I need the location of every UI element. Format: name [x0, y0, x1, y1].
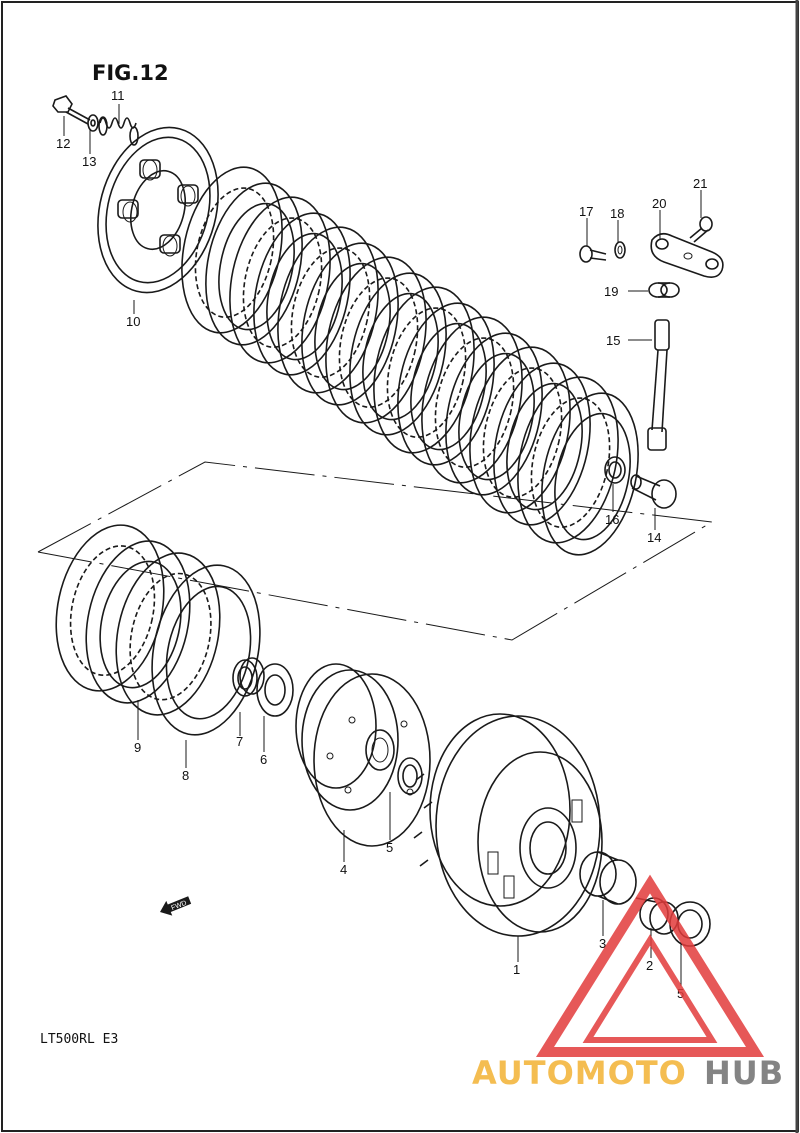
drive-plate: [541, 392, 639, 556]
callout-12: 12: [56, 136, 70, 151]
driven-plate: [517, 376, 619, 544]
watermark-text-2: HUB: [704, 1054, 784, 1092]
callout-17: 17: [579, 204, 593, 219]
callout-16: 16: [605, 512, 619, 527]
callout-1: 1: [513, 962, 520, 977]
sleeve-hub-4-drawing: [295, 663, 431, 847]
watermark-text-1: AUTOMOTO: [472, 1054, 687, 1092]
push-rod-15-drawing: [647, 319, 670, 451]
driven-plate: [373, 286, 475, 454]
model-code: LT500RL E3: [40, 1032, 118, 1047]
callout-7: 7: [236, 734, 243, 749]
leader-lines: [63, 104, 702, 986]
bolt-21-drawing: [689, 216, 713, 243]
callout-3: 3: [599, 936, 606, 951]
callout-21: 21: [693, 176, 707, 191]
washer-18-drawing: [614, 241, 626, 259]
callout-18: 18: [610, 206, 624, 221]
figure-title: FIG.12: [92, 61, 169, 85]
callout-14: 14: [647, 530, 661, 545]
callout-13: 13: [82, 154, 96, 169]
driven-plate: [421, 316, 523, 484]
callout-5-upper: 5: [386, 840, 393, 855]
bolt-12-drawing: [52, 95, 91, 125]
fwd-label: FWD: [170, 900, 187, 912]
release-arm-20-drawing: [650, 232, 724, 278]
washer-13-drawing: [87, 114, 99, 132]
pressure-plate-10-drawing: [97, 126, 219, 294]
callout-15: 15: [606, 333, 620, 348]
assembly-frame-lines: [37, 461, 714, 641]
callout-6: 6: [260, 752, 267, 767]
callout-2: 2: [646, 958, 653, 973]
spring-seat-7-drawing: [232, 657, 265, 697]
callout-4: 4: [340, 862, 347, 877]
drive-plate: [85, 540, 191, 704]
callout-10: 10: [126, 314, 140, 329]
clutch-housing-1-drawing: [413, 713, 603, 937]
bearing-19-drawing: [648, 282, 680, 298]
lower-plate-stack-drawing: [55, 524, 261, 736]
screw-17-drawing: [579, 245, 607, 263]
spring-11-drawing: [98, 116, 139, 146]
watermark-triangle-icon: [535, 874, 765, 1057]
callout-9: 9: [134, 740, 141, 755]
driven-plate: [277, 226, 379, 394]
driven-plate: [325, 256, 427, 424]
callout-20: 20: [652, 196, 666, 211]
callout-19: 19: [604, 284, 618, 299]
callout-8: 8: [182, 768, 189, 783]
fwd-arrow-icon: FWD: [160, 896, 192, 916]
pin-14-drawing: [630, 474, 677, 509]
needle-bearing-3-drawing: [579, 851, 637, 905]
washer-6-drawing: [256, 663, 294, 717]
callout-labels: 1 2 3 4 5 5 6 7 8 9 10 11 12 13 14 15 16…: [56, 88, 707, 1001]
callout-11: 11: [111, 88, 125, 103]
driven-plate: [229, 196, 331, 364]
seal-16-drawing: [604, 456, 626, 484]
upper-plate-stack-drawing: [181, 166, 639, 556]
driven-plate: [181, 166, 283, 334]
watermark-logo: AUTOMOTO HUB: [472, 874, 784, 1092]
driven-plate: [469, 346, 571, 514]
